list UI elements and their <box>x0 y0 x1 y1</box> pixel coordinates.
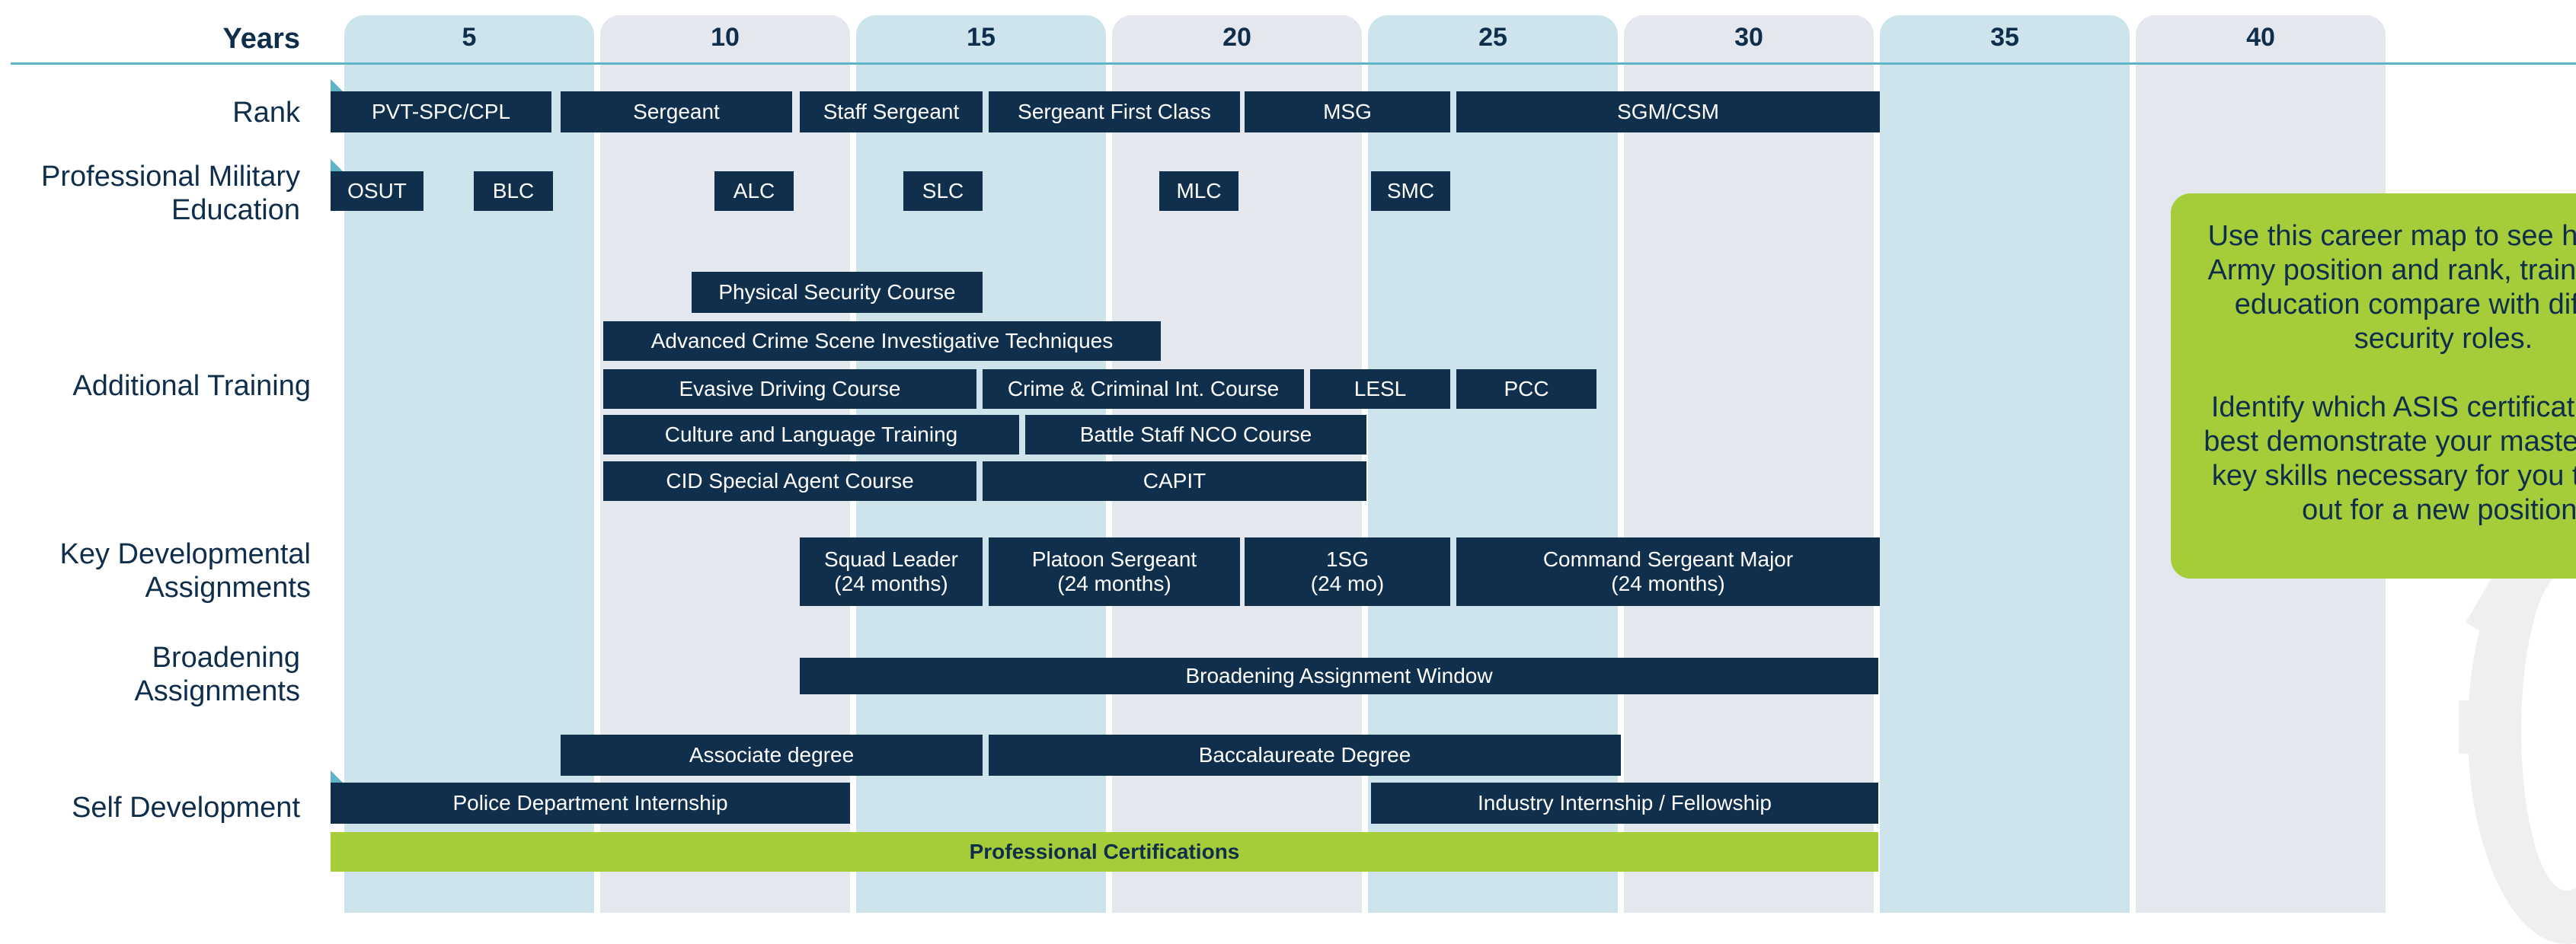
row-label-pme: Professional Military Education <box>41 161 300 226</box>
rank-bar: SGM/CSM <box>1456 91 1880 132</box>
header-divider <box>11 62 2576 65</box>
year-column-25 <box>1368 15 1618 913</box>
callout-paragraph-1: Use this career map to see how your Army… <box>2207 220 2576 355</box>
training-bar: CAPIT <box>983 461 1366 501</box>
rank-bar: MSG <box>1245 91 1450 132</box>
rank-bar: Sergeant <box>561 91 792 132</box>
year-label-35: 35 <box>1990 23 2019 52</box>
certifications-bar: Professional Certifications <box>331 832 1878 872</box>
training-bar: CID Special Agent Course <box>603 461 976 501</box>
key-assignment-bar: Squad Leader (24 months) <box>800 537 983 606</box>
pme-bar: MLC <box>1159 171 1238 211</box>
years-label: Years <box>222 23 300 55</box>
pme-bar: ALC <box>714 171 794 211</box>
key-assignment-duration: (24 months) <box>1611 572 1725 595</box>
training-bar: Physical Security Course <box>692 272 983 313</box>
training-bar: Advanced Crime Scene Investigative Techn… <box>603 321 1161 361</box>
self-development-bar: Industry Internship / Fellowship <box>1371 783 1878 824</box>
year-column-5 <box>344 15 594 913</box>
row-accent <box>331 79 343 91</box>
pme-bar: SLC <box>903 171 983 211</box>
year-label-25: 25 <box>1478 23 1507 52</box>
training-bar: PCC <box>1456 369 1596 409</box>
training-bar: LESL <box>1310 369 1450 409</box>
pme-bar: SMC <box>1371 171 1450 211</box>
key-assignment-duration: (24 mo) <box>1310 572 1385 595</box>
year-label-40: 40 <box>2246 23 2275 52</box>
key-assignment-bar: Command Sergeant Major (24 months) <box>1456 537 1880 606</box>
self-development-bar: Associate degree <box>561 735 983 776</box>
callout-box: Use this career map to see how your Army… <box>2171 193 2576 579</box>
callout-paragraph-2: Identify which ASIS certifications will … <box>2204 391 2576 526</box>
rank-bar: Staff Sergeant <box>800 91 983 132</box>
key-assignment-title: Platoon Sergeant <box>1031 547 1197 571</box>
row-label-broadening: Broadening Assignments <box>134 642 300 707</box>
rank-bar: Sergeant First Class <box>989 91 1240 132</box>
key-assignment-title: Command Sergeant Major <box>1542 547 1794 571</box>
key-assignment-duration: (24 months) <box>834 572 948 595</box>
year-label-30: 30 <box>1734 23 1763 52</box>
gear-tooth <box>2459 700 2520 754</box>
training-bar: Evasive Driving Course <box>603 369 976 409</box>
year-label-10: 10 <box>711 23 740 52</box>
rank-bar: PVT-SPC/CPL <box>331 91 551 132</box>
key-assignment-bar: Platoon Sergeant (24 months) <box>989 537 1240 606</box>
year-column-35 <box>1880 15 2130 913</box>
row-accent <box>331 159 343 171</box>
broadening-bar: Broadening Assignment Window <box>800 658 1878 694</box>
pme-bar: OSUT <box>331 171 423 211</box>
training-bar: Battle Staff NCO Course <box>1025 415 1366 454</box>
self-development-bar: Baccalaureate Degree <box>989 735 1621 776</box>
year-label-5: 5 <box>462 23 477 52</box>
year-column-30 <box>1624 15 1874 913</box>
pme-bar: BLC <box>474 171 553 211</box>
key-assignment-duration: (24 months) <box>1057 572 1171 595</box>
training-bar: Culture and Language Training <box>603 415 1019 454</box>
row-label-key-developmental: Key Developmental Assignments <box>59 538 311 604</box>
year-label-20: 20 <box>1222 23 1251 52</box>
key-assignment-bar: 1SG (24 mo) <box>1245 537 1450 606</box>
row-label-additional-training: Additional Training <box>72 370 311 402</box>
self-development-bar: Police Department Internship <box>331 783 850 824</box>
row-label-self-development: Self Development <box>72 792 300 824</box>
key-assignment-title: Squad Leader <box>824 547 958 571</box>
training-bar: Crime & Criminal Int. Course <box>983 369 1304 409</box>
key-assignment-title: 1SG <box>1325 547 1369 571</box>
year-label-15: 15 <box>967 23 996 52</box>
row-accent <box>331 770 343 783</box>
row-label-rank: Rank <box>232 97 300 129</box>
